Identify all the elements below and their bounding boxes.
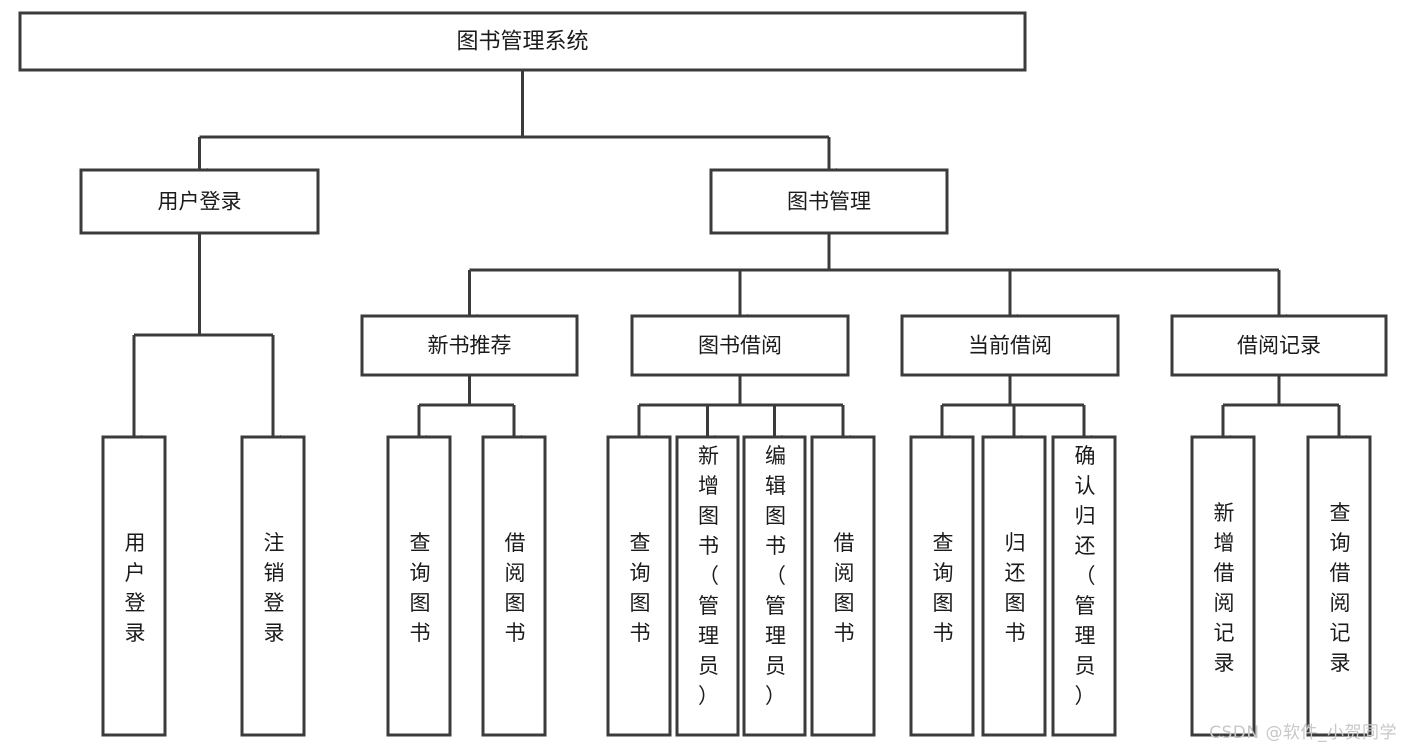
level3-node-borrow-record[interactable]: 借阅记录 [1170, 314, 1388, 377]
leaf-node-leaf-return-book[interactable]: 归还图书 [981, 435, 1047, 737]
leaf-node-leaf-add-book-admin-rect [675, 435, 740, 737]
leaf-node-leaf-edit-book-admin-rect [742, 435, 807, 737]
leaf-node-leaf-borrow-book-2[interactable]: 借阅图书 [810, 435, 876, 737]
level2-node-book-management[interactable]: 图书管理 [709, 168, 949, 235]
level3-node-current-borrow-label: 当前借阅 [968, 334, 1052, 358]
level3-node-current-borrow[interactable]: 当前借阅 [900, 314, 1120, 377]
leaf-node-leaf-borrow-book-2-label: 借阅图书 [834, 531, 855, 645]
level3-node-new-book-recommend-rect [360, 314, 579, 377]
level2-node-user-login[interactable]: 用户登录 [79, 168, 320, 235]
level3-node-new-book-recommend-label: 新书推荐 [428, 334, 512, 358]
level2-node-book-management-label: 图书管理 [787, 190, 871, 214]
leaf-node-leaf-query-book-2[interactable]: 查询图书 [606, 435, 672, 737]
root-node-book-management-system[interactable]: 图书管理系统 [18, 11, 1027, 72]
level3-node-book-borrow-rect [630, 314, 850, 377]
leaf-node-leaf-return-book-rect [981, 435, 1047, 737]
leaf-node-leaf-query-borrow-record-label: 查询借阅记录 [1330, 501, 1351, 675]
level3-node-book-borrow-label: 图书借阅 [698, 334, 782, 358]
level2-node-book-management-rect [709, 168, 949, 235]
connector-layer [126, 70, 1347, 449]
leaf-node-leaf-confirm-return-admin-label: 确认归还（管理员） [1075, 444, 1096, 708]
leaf-node-leaf-query-book-1-rect [386, 435, 452, 737]
level3-node-borrow-record-label: 借阅记录 [1237, 334, 1321, 358]
leaf-node-leaf-edit-book-admin-label: 编辑图书（管理员） [765, 444, 786, 708]
root-node-book-management-system-rect [18, 11, 1027, 72]
leaf-node-leaf-user-login[interactable]: 用户登录 [101, 435, 167, 737]
level2-node-user-login-label: 用户登录 [158, 190, 242, 214]
leaf-node-leaf-user-login-label: 用户登录 [125, 531, 146, 645]
node-layer: 图书管理系统用户登录图书管理新书推荐图书借阅当前借阅借阅记录用户登录注销登录查询… [18, 11, 1388, 737]
leaf-node-leaf-confirm-return-admin-rect [1051, 435, 1117, 737]
leaf-node-leaf-logout-login[interactable]: 注销登录 [240, 435, 306, 737]
leaf-node-leaf-add-borrow-record-label: 新增借阅记录 [1214, 501, 1235, 675]
leaf-node-leaf-confirm-return-admin[interactable]: 确认归还（管理员） [1051, 435, 1117, 737]
leaf-node-leaf-borrow-book-1[interactable]: 借阅图书 [481, 435, 547, 737]
leaf-node-leaf-borrow-book-1-rect [481, 435, 547, 737]
leaf-node-leaf-query-book-1[interactable]: 查询图书 [386, 435, 452, 737]
leaf-node-leaf-edit-book-admin[interactable]: 编辑图书（管理员） [742, 435, 807, 737]
leaf-node-leaf-query-book-2-rect [606, 435, 672, 737]
level3-node-current-borrow-rect [900, 314, 1120, 377]
level3-node-borrow-record-rect [1170, 314, 1388, 377]
leaf-node-leaf-borrow-book-1-label: 借阅图书 [505, 531, 526, 645]
leaf-node-leaf-add-book-admin-label: 新增图书（管理员） [698, 444, 719, 708]
level3-node-new-book-recommend[interactable]: 新书推荐 [360, 314, 579, 377]
level3-node-book-borrow[interactable]: 图书借阅 [630, 314, 850, 377]
leaf-node-leaf-add-book-admin[interactable]: 新增图书（管理员） [675, 435, 740, 737]
leaf-node-leaf-query-book-2-label: 查询图书 [630, 531, 651, 645]
leaf-node-leaf-add-borrow-record[interactable]: 新增借阅记录 [1190, 435, 1256, 737]
leaf-node-leaf-return-book-label: 归还图书 [1005, 531, 1026, 645]
leaf-node-leaf-query-book-3-label: 查询图书 [933, 531, 954, 645]
leaf-node-leaf-query-book-3[interactable]: 查询图书 [909, 435, 975, 737]
leaf-node-leaf-query-borrow-record[interactable]: 查询借阅记录 [1306, 435, 1372, 737]
leaf-node-leaf-query-book-1-label: 查询图书 [410, 531, 431, 645]
level2-node-user-login-rect [79, 168, 320, 235]
leaf-node-leaf-borrow-book-2-rect [810, 435, 876, 737]
root-node-book-management-system-label: 图书管理系统 [456, 30, 588, 55]
leaf-node-leaf-user-login-rect [101, 435, 167, 737]
leaf-node-leaf-add-borrow-record-rect [1190, 435, 1256, 737]
leaf-node-leaf-query-borrow-record-rect [1306, 435, 1372, 737]
leaf-node-leaf-logout-login-rect [240, 435, 306, 737]
leaf-node-leaf-query-book-3-rect [909, 435, 975, 737]
leaf-node-leaf-logout-login-label: 注销登录 [264, 531, 285, 645]
